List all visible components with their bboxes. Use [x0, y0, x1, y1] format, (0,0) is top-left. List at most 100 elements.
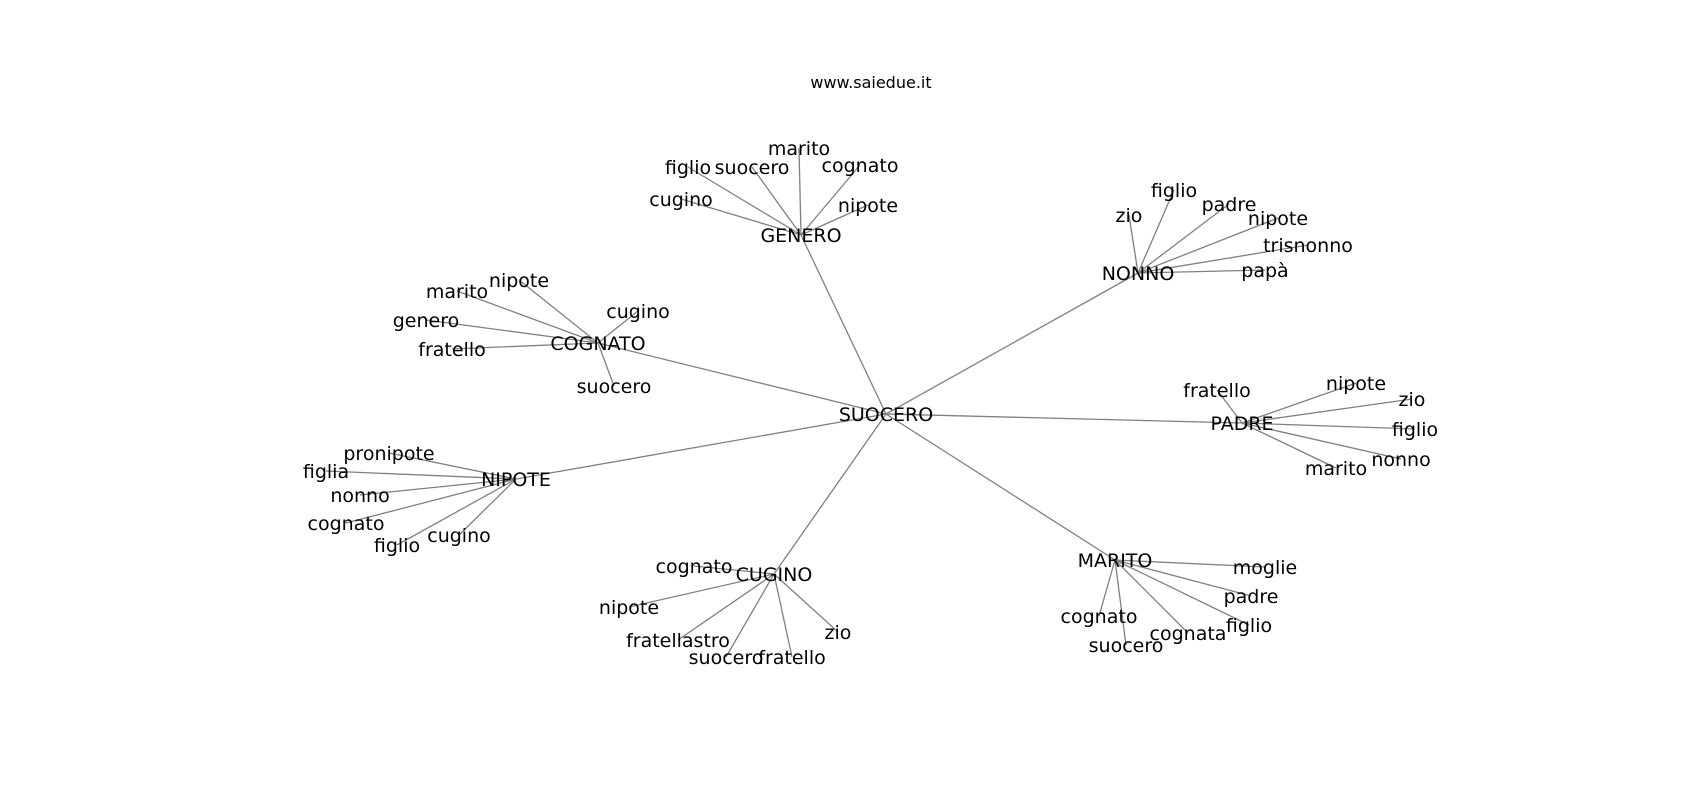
edge-hub-to-leaf: [597, 310, 639, 344]
leaf-node-label: cognato: [822, 155, 899, 177]
hub-node-label: NIPOTE: [481, 469, 551, 491]
edge-hub-to-leaf: [518, 279, 599, 344]
leaf-node-label: fratellastro: [626, 630, 730, 652]
edge-hub-to-leaf: [1137, 189, 1175, 274]
leaf-node-label: pronipote: [343, 443, 434, 465]
edge-hub-to-leaf: [693, 565, 775, 575]
edge-root-to-hub: [885, 272, 1139, 415]
leaf-node-label: nipote: [1326, 373, 1386, 395]
edge-hub-to-leaf: [1137, 203, 1230, 274]
leaf-node-label: cognato: [308, 513, 385, 535]
leaf-node-label: nonno: [1371, 449, 1430, 471]
leaf-node-label: figlio: [1226, 615, 1272, 637]
edge-hub-to-leaf: [1128, 214, 1139, 274]
edge-hub-to-leaf: [798, 147, 802, 236]
leaf-node-label: nipote: [1248, 208, 1308, 230]
edge-hub-to-leaf: [388, 452, 517, 480]
edge-hub-to-leaf: [325, 470, 517, 480]
leaf-node-label: nipote: [838, 195, 898, 217]
leaf-node-label: zio: [825, 622, 852, 644]
edge-root-to-hub: [885, 413, 1116, 561]
leaf-node-label: suocero: [577, 376, 652, 398]
edge-root-to-hub: [773, 413, 887, 575]
leaf-node-label: papà: [1241, 260, 1288, 282]
leaf-node-label: fratello: [758, 647, 825, 669]
edge-hub-to-leaf: [359, 478, 517, 496]
edge-hub-to-leaf: [345, 478, 517, 524]
edge-hub-to-leaf: [1137, 217, 1279, 274]
edge-hub-to-leaf: [773, 573, 793, 658]
leaf-node-label: zio: [1116, 205, 1143, 227]
diagram-title: www.saiedue.it: [810, 73, 931, 92]
hub-node-label: PADRE: [1210, 413, 1273, 435]
edge-hub-to-leaf: [680, 198, 802, 236]
hub-node-label: NONNO: [1102, 263, 1175, 285]
hub-node-label: COGNATO: [550, 333, 645, 355]
leaf-node-label: suocero: [1089, 635, 1164, 657]
edge-hub-to-leaf: [677, 573, 775, 641]
edge-root-to-hub: [800, 234, 887, 415]
edge-hub-to-leaf: [1114, 559, 1266, 568]
leaf-node-label: fratello: [1183, 380, 1250, 402]
edge-hub-to-leaf: [456, 290, 599, 344]
leaf-node-label: cognata: [1150, 623, 1227, 645]
leaf-node-label: moglie: [1233, 557, 1297, 579]
leaf-node-label: marito: [426, 281, 488, 303]
edge-hub-to-leaf: [1241, 422, 1416, 430]
edge-hub-to-leaf: [773, 573, 839, 633]
leaf-node-label: fratello: [418, 339, 485, 361]
leaf-node-label: cugino: [427, 525, 491, 547]
leaf-node-label: cognato: [1061, 606, 1138, 628]
leaf-node-label: nonno: [330, 485, 389, 507]
edge-hub-to-leaf: [687, 166, 802, 236]
edge-hub-to-leaf: [1137, 269, 1266, 274]
edge-hub-to-leaf: [1114, 559, 1250, 626]
leaf-node-label: suocero: [689, 647, 764, 669]
edge-hub-to-leaf: [1241, 382, 1357, 424]
edge-hub-to-leaf: [800, 164, 861, 236]
leaf-node-label: figlio: [374, 535, 420, 557]
leaf-node-label: padre: [1224, 586, 1279, 608]
edges: [325, 147, 1416, 658]
edge-hub-to-leaf: [1241, 422, 1402, 460]
edge-hub-to-leaf: [800, 204, 869, 236]
leaf-node-label: nipote: [599, 597, 659, 619]
hub-node-label: GENERO: [760, 225, 841, 247]
leaf-node-label: trisnonno: [1263, 235, 1353, 257]
edge-hub-to-leaf: [451, 342, 599, 350]
edge-hub-to-leaf: [751, 166, 802, 236]
leaf-node-label: marito: [768, 138, 830, 160]
leaf-node-label: figlio: [1151, 180, 1197, 202]
edge-hub-to-leaf: [458, 478, 517, 536]
root-node-label: SUOCERO: [839, 404, 933, 426]
edge-hub-to-leaf: [628, 573, 775, 608]
leaf-node-label: genero: [393, 310, 460, 332]
edge-hub-to-leaf: [1114, 559, 1189, 634]
edge-root-to-hub: [885, 413, 1243, 424]
leaf-node-label: cugino: [606, 301, 670, 323]
edge-hub-to-leaf: [597, 342, 615, 387]
edge-hub-to-leaf: [396, 478, 517, 546]
edge-hub-to-leaf: [1114, 559, 1252, 597]
edge-hub-to-leaf: [1137, 244, 1309, 274]
leaf-node-label: cugino: [649, 189, 713, 211]
edge-hub-to-leaf: [1216, 389, 1243, 424]
edge-hub-to-leaf: [1241, 398, 1413, 424]
leaf-node-label: zio: [1399, 389, 1426, 411]
edge-hub-to-leaf: [1241, 422, 1337, 469]
leaf-node-label: nipote: [489, 270, 549, 292]
edge-hub-to-leaf: [1098, 559, 1116, 617]
leaf-node-label: figlio: [665, 157, 711, 179]
leaf-node-label: figlio: [1392, 419, 1438, 441]
hub-node-label: CUGINO: [736, 564, 813, 586]
leaf-node-label: marito: [1305, 458, 1367, 480]
edge-root-to-hub: [597, 342, 887, 415]
leaf-node-label: cognato: [656, 556, 733, 578]
edge-hub-to-leaf: [1114, 559, 1127, 646]
leaf-node-label: padre: [1202, 194, 1257, 216]
hub-node-label: MARITO: [1078, 550, 1153, 572]
edge-hub-to-leaf: [725, 573, 775, 658]
edge-hub-to-leaf: [425, 319, 599, 344]
